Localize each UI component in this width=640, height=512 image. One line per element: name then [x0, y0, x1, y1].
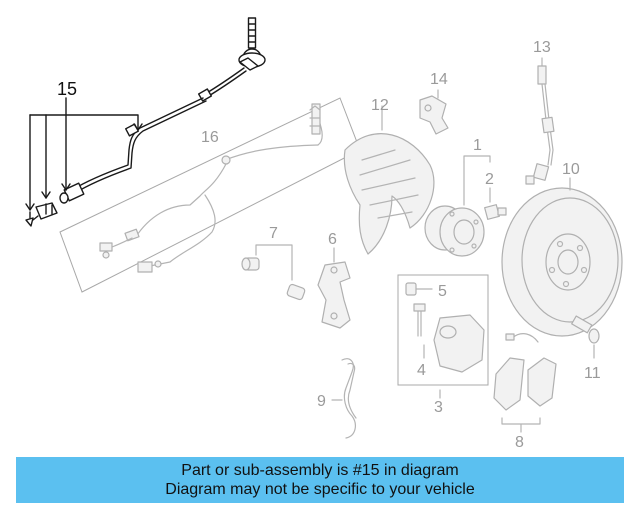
label-9: 9: [317, 393, 326, 410]
part-7-guide-pins: [241, 244, 306, 301]
label-5: 5: [438, 283, 447, 300]
part-9-spring-clip: [331, 358, 357, 439]
label-7: 7: [269, 225, 278, 242]
label-10: 10: [562, 161, 580, 178]
part-11-disc-screw: [571, 315, 600, 359]
exploded-parts-diagram: 15 16 12 14 13 1 2 10 7 6 5 4 3 11 9 8: [25, 17, 623, 451]
part-10-brake-disc: [501, 177, 623, 337]
label-3: 3: [434, 399, 443, 416]
part-15-callout-leaders: [25, 97, 143, 211]
part-6-caliper-carrier: [317, 247, 351, 329]
part-2-hub-bolt: [484, 187, 507, 220]
part-14-sensor-bracket: [419, 89, 449, 135]
label-11: 11: [584, 365, 601, 382]
label-12: 12: [371, 97, 389, 114]
label-16: 16: [201, 129, 219, 146]
banner-line-disclaimer: Diagram may not be specific to your vehi…: [165, 481, 475, 498]
part-12-splash-shield: [343, 105, 435, 255]
label-2: 2: [485, 171, 494, 188]
banner-line-part: Part or sub-assembly is #15 in diagram: [181, 462, 459, 479]
label-8: 8: [515, 434, 524, 451]
part-15-abs-sensor: [25, 17, 266, 227]
part-labels: 15 16 12 14 13 1 2 10 7 6 5 4 3 11 9 8: [57, 39, 601, 451]
label-15: 15: [57, 79, 77, 99]
part-8-brake-pads: [493, 333, 557, 433]
label-14: 14: [430, 71, 448, 88]
part-13-brake-hose: [525, 57, 555, 185]
part-1-wheel-hub: [424, 155, 491, 257]
part-16-wiring-harness: [59, 97, 361, 293]
label-4: 4: [417, 362, 426, 379]
part-3-caliper-assembly: [397, 274, 489, 399]
label-6: 6: [328, 231, 337, 248]
label-13: 13: [533, 39, 551, 56]
info-banner: Part or sub-assembly is #15 in diagram D…: [16, 457, 624, 503]
label-1: 1: [473, 137, 482, 154]
